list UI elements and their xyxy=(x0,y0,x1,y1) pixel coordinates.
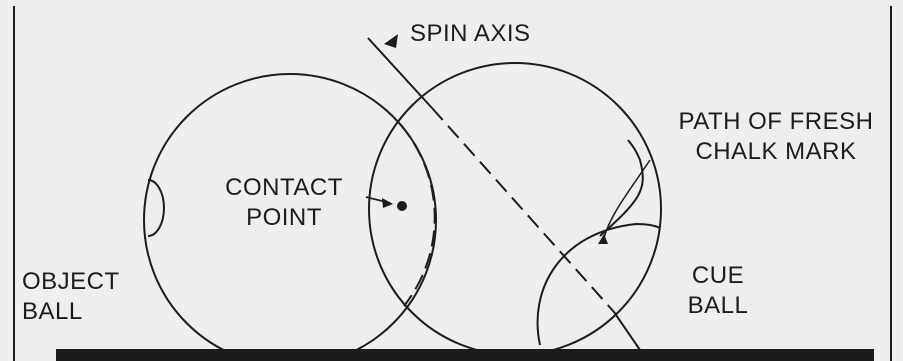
contact-point-dot xyxy=(397,201,407,211)
chalk-path-pointer xyxy=(603,159,651,239)
object-ball xyxy=(143,73,437,361)
hidden-ball-outline xyxy=(399,123,436,307)
spin-axis-label: SPIN AXIS xyxy=(410,20,531,47)
contact-point-arrowhead xyxy=(382,198,393,208)
cue-ball xyxy=(368,62,662,356)
object-ball-label-line1: OBJECT xyxy=(22,268,120,295)
cue-ball-label-line1: CUE xyxy=(691,262,745,289)
chalk-path-lower-arc xyxy=(536,222,661,346)
contact-label-line2: POINT xyxy=(246,204,322,231)
spin-axis-lower xyxy=(613,311,641,351)
spin-axis-arrow xyxy=(384,34,398,48)
contact-label-line1: CONTACT xyxy=(225,174,343,201)
spin-axis-dashed xyxy=(431,107,615,313)
table-surface xyxy=(56,349,874,361)
spin-axis-upper xyxy=(367,37,433,109)
object-ball-chalk-mark xyxy=(147,179,165,237)
cue-ball-label-line2: BALL xyxy=(687,292,749,319)
chalk-path-arrowhead xyxy=(598,234,608,244)
path-label-line1: PATH OF FRESH xyxy=(678,108,874,135)
path-label-line2: CHALK MARK xyxy=(695,138,857,165)
object-ball-label-line2: BALL xyxy=(22,298,83,325)
chalk-path-upper-arc xyxy=(599,139,644,237)
